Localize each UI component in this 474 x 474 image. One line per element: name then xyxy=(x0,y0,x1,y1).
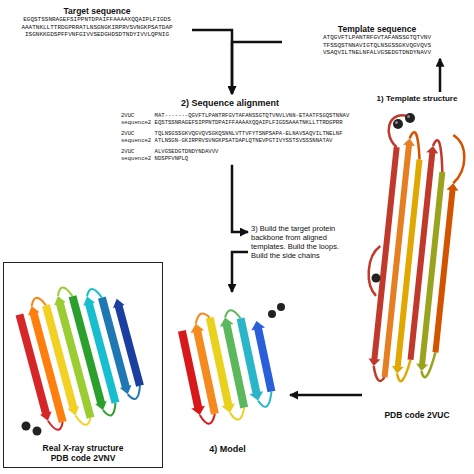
connector-group xyxy=(192,30,440,395)
metal-ion-sphere xyxy=(372,113,416,283)
node-heading: 4) Model xyxy=(167,444,288,455)
model-ribbon xyxy=(172,301,282,428)
node-text: 2VUC ALVGSEDGTDNDYNDAVVV xyxy=(121,148,349,155)
node-text: EGQSTSSNRAGEFSIPPNTDPAIFFAAAAXQQAIPLFIGD… xyxy=(5,16,189,39)
template-structure-panel: 1) Template structurePDB code 2VUC xyxy=(362,92,472,422)
template-structure-ribbon xyxy=(448,135,466,184)
template-structure-ribbon xyxy=(387,114,407,148)
model-panel: 4) Model xyxy=(165,292,290,457)
step-note: 3) Build the target protein backbone fro… xyxy=(248,222,348,262)
connector-arrow xyxy=(439,59,442,92)
metal-ion-sphere xyxy=(22,422,31,431)
template-structure-ribbon xyxy=(429,183,459,353)
alignment-block: 2) Sequence alignment 2VUC MAT-------QGVF… xyxy=(118,94,352,165)
node-text: ATQGVFTLPANTRFGVTAFANSSGTQTVNV TFSSQSTNN… xyxy=(285,34,469,57)
xray-structure-ribbon xyxy=(10,273,152,436)
metal-ion-sphere xyxy=(395,121,398,124)
node-text: PDB code 2VNV xyxy=(7,453,159,463)
node-text: 2VUC TQLNSGSSGKVQGVQVSGKQSNNLVTTVFYTSNPS… xyxy=(121,130,349,137)
metal-ion-sphere xyxy=(33,427,42,436)
template-structure-ribbon xyxy=(357,114,468,388)
node-text: sequence2 NDSPFVNPLQ xyxy=(121,155,349,162)
template-sequence-block: Template sequenceATQGVFTLPANTRFGVTAFANSS… xyxy=(282,22,472,59)
target-sequence-block: Target sequenceEGQSTSSNRAGEFSIPPNTDPAIFF… xyxy=(2,4,192,41)
node-heading: Real X-ray structure xyxy=(7,443,159,453)
metal-ion-sphere xyxy=(22,422,42,436)
metal-ion-sphere xyxy=(372,274,381,283)
node-heading: 2) Sequence alignment xyxy=(121,98,349,109)
node-heading: 1) Template structure xyxy=(364,94,470,104)
connector-arrow xyxy=(232,252,248,292)
connector-arrow xyxy=(232,42,282,94)
metal-ion-sphere xyxy=(405,113,415,123)
connector-arrow xyxy=(192,30,232,94)
xray-structure-ribbon xyxy=(111,297,146,387)
node-heading: Template sequence xyxy=(285,24,469,34)
xray-structure-box: Real X-ray structurePDB code 2VNV xyxy=(3,262,163,468)
node-heading: Target sequence xyxy=(5,6,189,16)
metal-ion-sphere xyxy=(268,310,276,318)
node-text: sequence2 ATLNSGN-GKIRPRVSVNGKPSATDAPLQT… xyxy=(121,137,349,144)
connector-arrow xyxy=(290,394,362,397)
metal-ion-sphere xyxy=(277,303,285,311)
metal-ion-sphere xyxy=(407,115,410,118)
metal-ion-sphere xyxy=(393,119,403,129)
model-ribbon xyxy=(250,320,279,393)
node-text: sequence2 EQSTSSNRAGEFSIPPNTDPAIFFAAAAXQ… xyxy=(121,119,349,126)
model-ribbon xyxy=(230,408,247,421)
node-text: 2VUC MAT-------QGVFTLPANTRFGVTAFANSSGTQT… xyxy=(121,112,349,119)
connector-arrow xyxy=(232,165,248,232)
node-text: PDB code 2VUC xyxy=(364,410,470,420)
metal-ion-sphere xyxy=(268,303,285,318)
node-heading: 3) Build the target protein backbone fro… xyxy=(251,224,345,260)
